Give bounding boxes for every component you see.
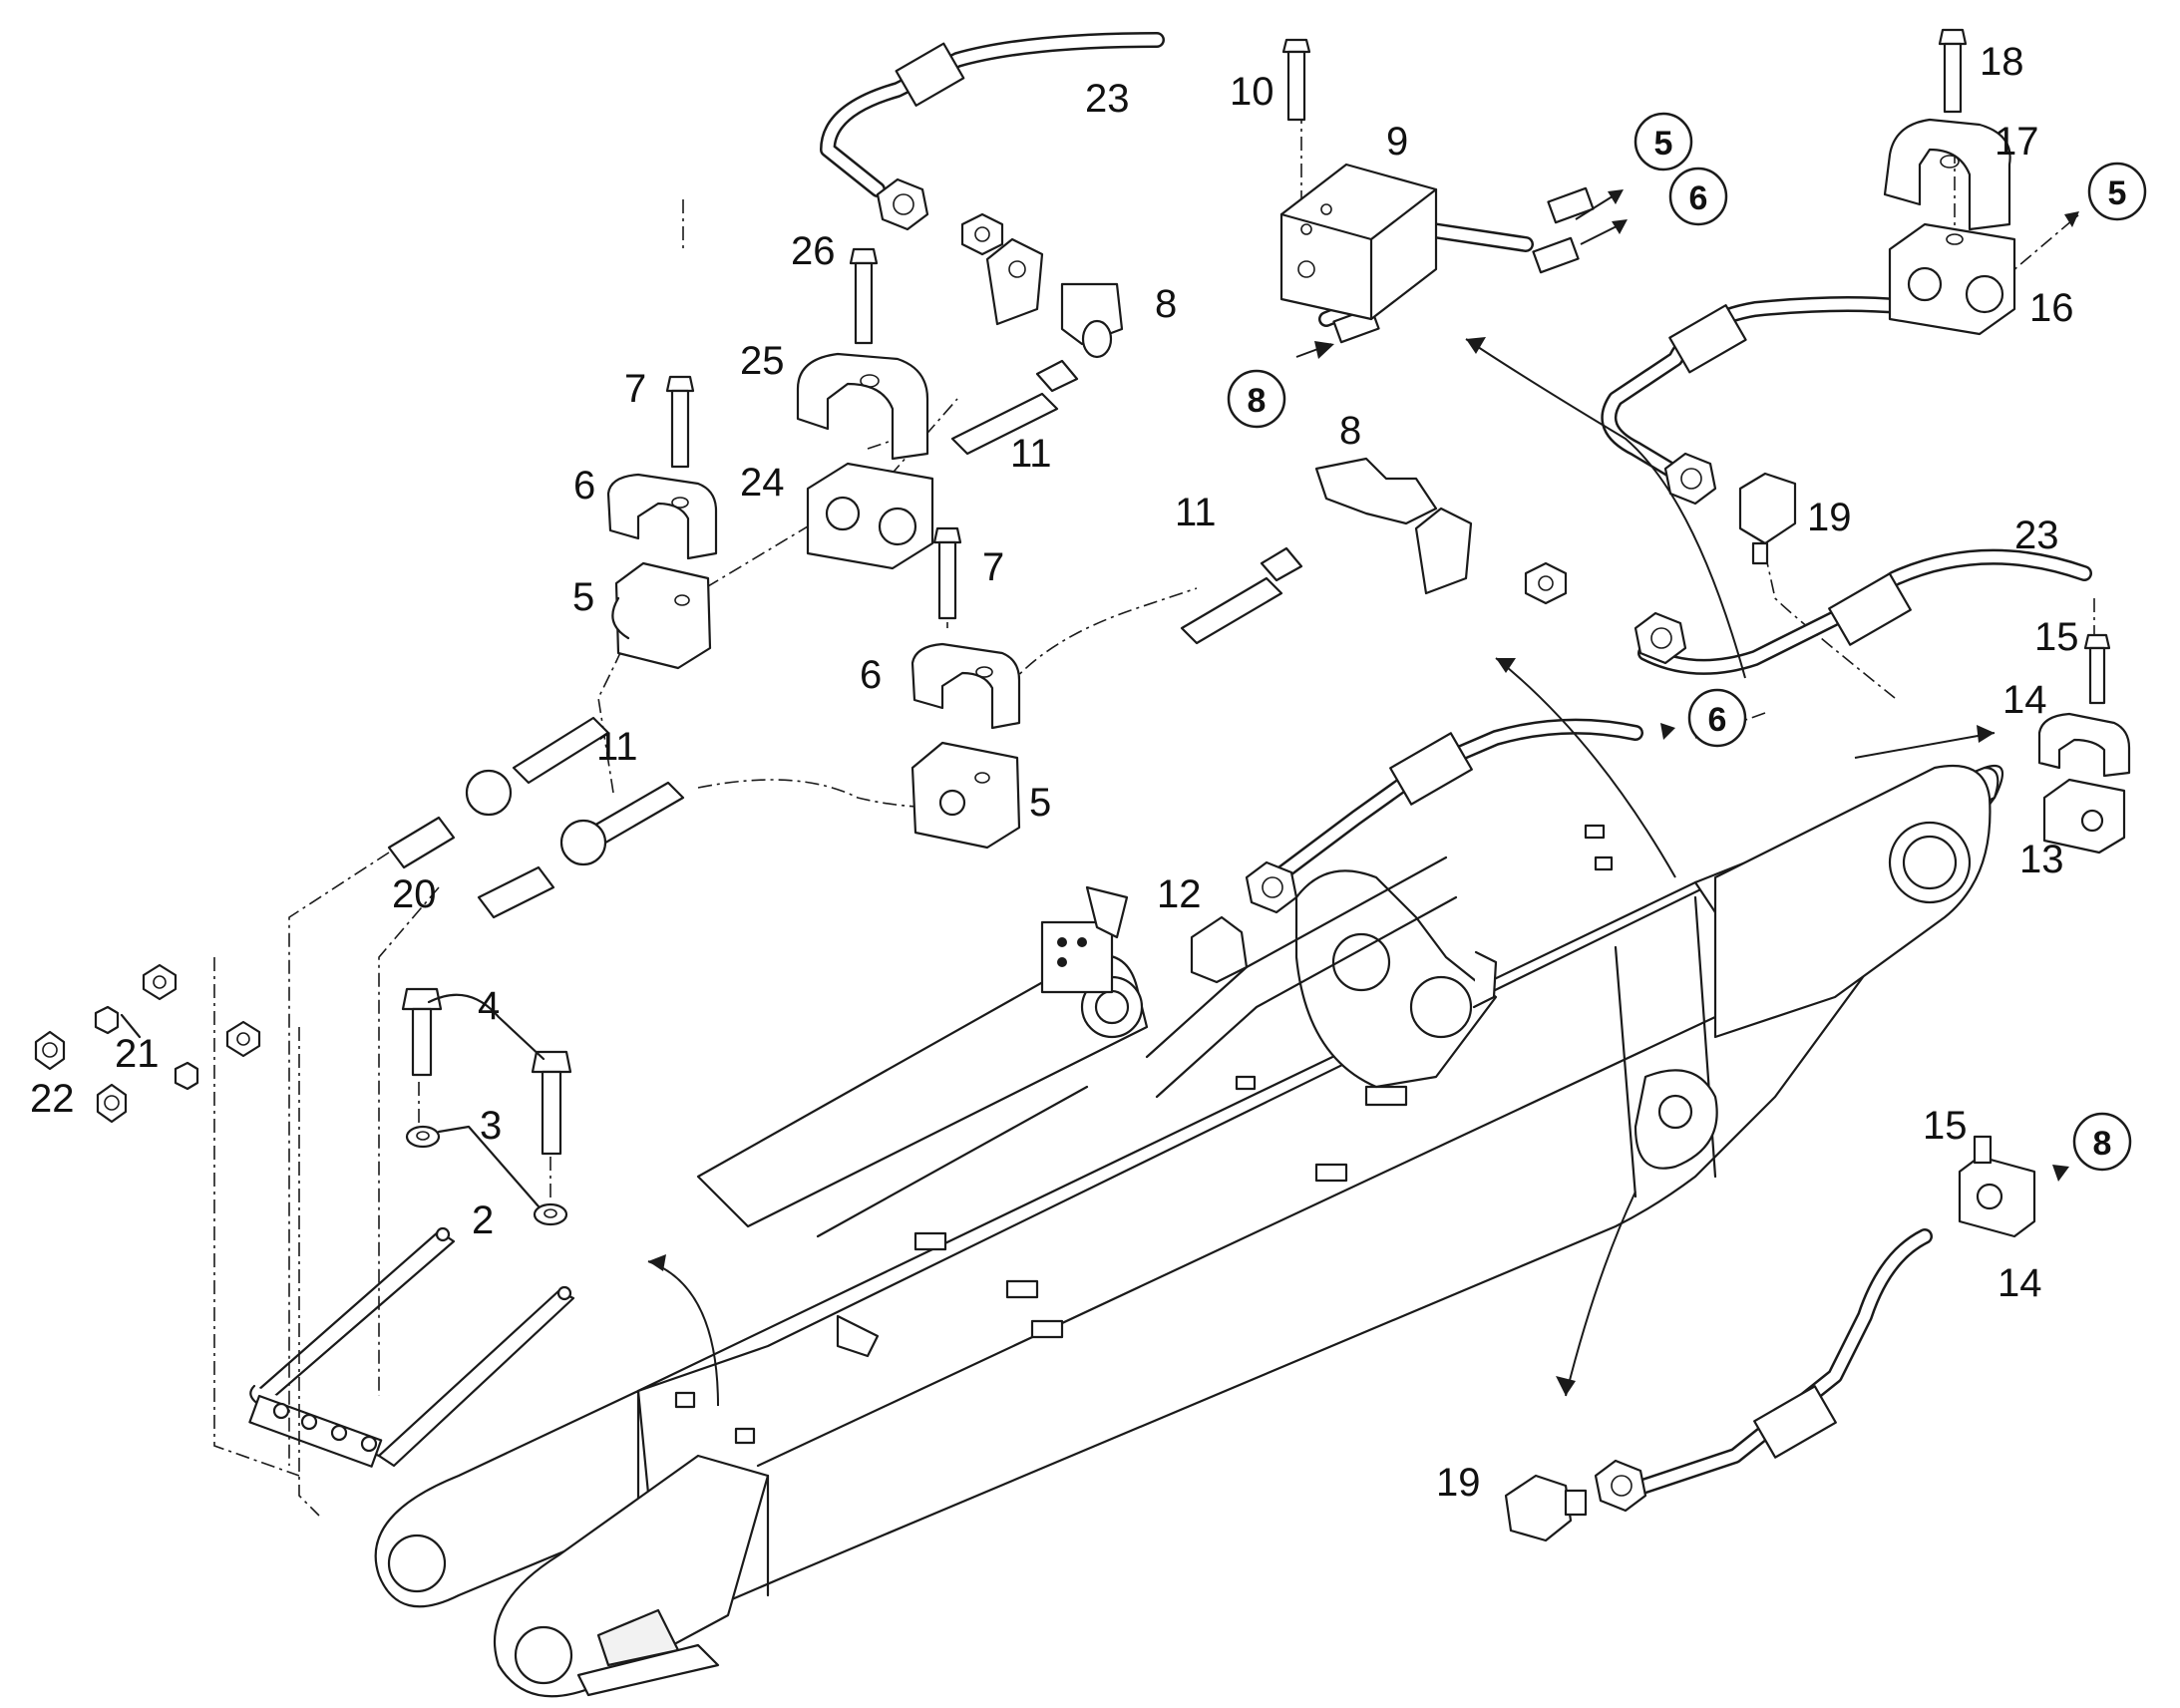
label-14a: 14 xyxy=(2002,678,2047,722)
label-4: 4 xyxy=(478,984,500,1028)
label-7b: 7 xyxy=(982,545,1004,589)
ref-circle-5a: 5 xyxy=(1634,112,1693,171)
nuts-21-22 xyxy=(34,963,261,1124)
label-22: 22 xyxy=(30,1077,75,1121)
label-15a: 15 xyxy=(2034,615,2079,659)
label-18: 18 xyxy=(1980,40,2024,84)
clamp-5-6-7-upper xyxy=(606,375,718,670)
label-2: 2 xyxy=(472,1198,494,1242)
label-11b: 11 xyxy=(1175,491,1217,534)
label-10: 10 xyxy=(1230,70,1274,114)
label-3: 3 xyxy=(480,1104,502,1148)
valve-block-9 xyxy=(1279,38,1438,321)
label-6a: 6 xyxy=(573,464,595,508)
label-11c: 11 xyxy=(596,725,638,769)
label-21: 21 xyxy=(115,1032,160,1076)
label-15b: 15 xyxy=(1923,1104,1968,1148)
ref-circle-5b: 5 xyxy=(2087,162,2147,221)
label-17: 17 xyxy=(1995,120,2039,164)
clamp-13-14-15 xyxy=(2037,633,2131,854)
label-26: 26 xyxy=(791,229,836,273)
label-12: 12 xyxy=(1157,872,1202,916)
label-6b: 6 xyxy=(860,653,882,697)
label-23b: 23 xyxy=(2014,513,2059,557)
label-8a: 8 xyxy=(1155,282,1177,326)
boom-arm xyxy=(374,764,2004,1698)
reference-circles: 5 6 5 8 6 8 xyxy=(1227,112,2147,1172)
ref-text-8a: 8 xyxy=(1248,382,1267,420)
direction-arrows xyxy=(647,189,2079,1407)
label-25: 25 xyxy=(740,339,785,383)
label-9: 9 xyxy=(1386,120,1408,164)
label-14b: 14 xyxy=(1998,1261,2042,1305)
label-5a: 5 xyxy=(572,575,594,619)
label-7a: 7 xyxy=(624,367,646,411)
clamp-5-6-7-lower xyxy=(910,526,1021,850)
label-5b: 5 xyxy=(1029,781,1051,825)
label-16: 16 xyxy=(2029,286,2074,330)
label-19b: 19 xyxy=(1436,1461,1481,1505)
label-11a: 11 xyxy=(1010,432,1052,476)
label-13: 13 xyxy=(2019,838,2064,881)
clamp-14-15-lower xyxy=(1958,1135,2036,1238)
label-24: 24 xyxy=(740,461,785,505)
label-20: 20 xyxy=(392,872,437,916)
fittings xyxy=(387,237,1797,1542)
ref-circle-6b: 6 xyxy=(1687,688,1747,748)
ref-text-6b: 6 xyxy=(1708,701,1727,739)
ref-text-5b: 5 xyxy=(2108,174,2127,212)
washer-3 xyxy=(405,1125,568,1226)
ref-text-8b: 8 xyxy=(2093,1125,2112,1163)
label-8b: 8 xyxy=(1339,409,1361,453)
clamp-24-25-26 xyxy=(796,247,934,570)
ref-circle-6a: 6 xyxy=(1668,167,1728,226)
clamp-16-17-18 xyxy=(1883,28,2016,336)
hose-nuts xyxy=(876,177,1717,1513)
hose-couplings xyxy=(895,42,1912,1459)
ref-circle-8b: 8 xyxy=(2072,1112,2132,1172)
label-19a: 19 xyxy=(1807,496,1852,539)
line-bracket xyxy=(248,1226,575,1468)
ref-circle-8a: 8 xyxy=(1227,369,1286,429)
ref-text-6a: 6 xyxy=(1689,179,1708,217)
label-23a: 23 xyxy=(1085,77,1130,121)
ref-text-5a: 5 xyxy=(1654,125,1673,163)
part-labels: 23 10 9 18 17 26 8 16 25 7 8 11 6 24 11 … xyxy=(30,40,2079,1505)
bolt-4 xyxy=(401,987,572,1156)
assembly-lines xyxy=(213,110,2095,1517)
